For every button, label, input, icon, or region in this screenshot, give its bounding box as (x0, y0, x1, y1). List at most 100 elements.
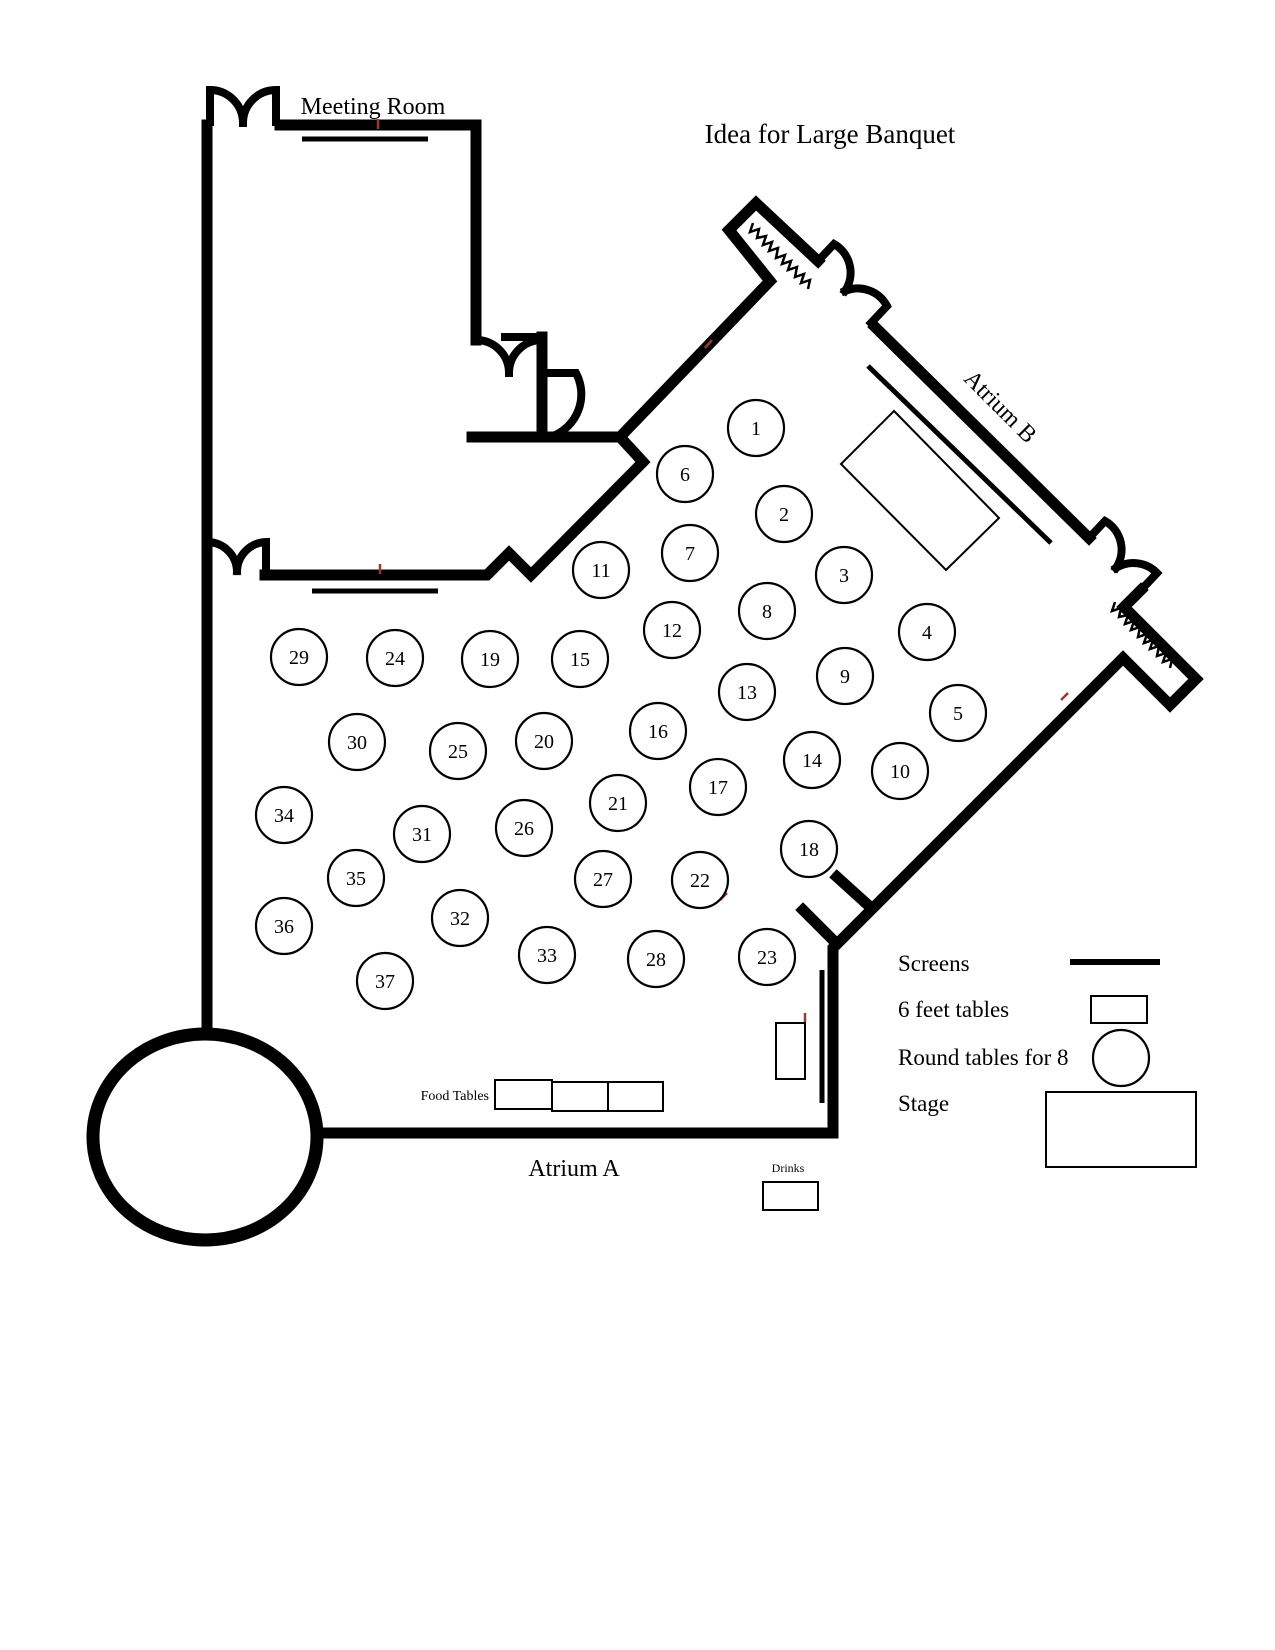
screen-atrium-b (866, 364, 1053, 545)
door-atrium-b-upper-icon (812, 238, 892, 329)
round-table-9 (815, 646, 875, 706)
table-number-24: 24 (385, 648, 405, 670)
table-number-9: 9 (840, 666, 850, 688)
round-table-25 (428, 721, 488, 781)
wall-side-table (775, 1022, 806, 1080)
legend-six-feet-table-sample-icon (1090, 995, 1148, 1024)
wall-open-panel-ticks (795, 869, 876, 945)
round-table-22 (670, 850, 730, 910)
round-table-35 (326, 848, 386, 908)
round-table-20 (514, 711, 574, 771)
table-number-18: 18 (799, 839, 819, 861)
doors (204, 85, 1163, 596)
round-table-29 (269, 627, 329, 687)
table-number-7: 7 (685, 543, 695, 565)
round-table-19 (460, 629, 520, 689)
round-table-16 (628, 701, 688, 761)
table-number-15: 15 (570, 649, 590, 671)
table-number-29: 29 (289, 647, 309, 669)
red-mark-5 (1060, 692, 1069, 701)
round-table-26 (494, 798, 554, 858)
round-table-18 (779, 819, 839, 879)
round-table-32 (430, 888, 490, 948)
legend-screens-label: Screens (898, 951, 970, 976)
table-number-22: 22 (690, 870, 710, 892)
round-table-17 (688, 757, 748, 817)
stage-rotated (839, 409, 1001, 572)
table-number-12: 12 (662, 620, 682, 642)
table-number-37: 37 (375, 971, 395, 993)
furniture (494, 409, 1001, 1211)
door-meeting-room-top-icon (206, 85, 280, 128)
table-number-3: 3 (839, 565, 849, 587)
walls (86, 119, 1204, 1247)
round-table-2 (754, 484, 814, 544)
round-table-8 (737, 581, 797, 641)
door-meeting-room-bottom-icon (204, 537, 270, 577)
table-number-35: 35 (346, 868, 366, 890)
round-table-21 (588, 773, 648, 833)
table-number-8: 8 (762, 601, 772, 623)
food-table-2 (551, 1081, 609, 1112)
table-number-6: 6 (680, 464, 690, 486)
legend-stage-sample-icon (1045, 1091, 1197, 1168)
round-table-10 (870, 741, 930, 801)
legend: Screens 6 feet tables Round tables for 8… (898, 951, 1197, 1168)
table-number-27: 27 (593, 869, 613, 891)
round-table-37 (355, 951, 415, 1011)
legend-round-tables-label: Round tables for 8 (898, 1045, 1069, 1070)
round-table-12 (642, 600, 702, 660)
folding-door-zigzags (748, 222, 1174, 669)
table-number-19: 19 (480, 649, 500, 671)
table-number-26: 26 (514, 818, 534, 840)
round-table-23 (737, 927, 797, 987)
round-table-30 (327, 712, 387, 772)
round-table-5 (928, 683, 988, 743)
screens (302, 136, 1053, 1103)
table-number-23: 23 (757, 947, 777, 969)
round-table-24 (365, 628, 425, 688)
food-tables-label: Food Tables (421, 1089, 489, 1104)
meeting-room-label: Meeting Room (301, 94, 446, 120)
door-atrium-b-lower-icon (1083, 515, 1163, 596)
table-number-1: 1 (751, 418, 761, 440)
round-table-34 (254, 785, 314, 845)
round-table-13 (717, 662, 777, 722)
round-pillar (86, 1027, 324, 1247)
table-number-36: 36 (274, 916, 294, 938)
legend-stage-label: Stage (898, 1091, 949, 1116)
table-number-28: 28 (646, 949, 666, 971)
atrium-a-label: Atrium A (528, 1156, 620, 1182)
round-table-31 (392, 804, 452, 864)
wall-northwest-corridor (612, 195, 826, 445)
table-number-31: 31 (412, 824, 432, 846)
drinks-label: Drinks (772, 1161, 805, 1175)
table-number-25: 25 (448, 741, 468, 763)
wall-southeast-corridor-and-bottom (311, 582, 1204, 1139)
round-table-36 (254, 896, 314, 956)
table-number-33: 33 (537, 945, 557, 967)
table-number-20: 20 (534, 731, 554, 753)
food-table-3 (607, 1081, 664, 1112)
table-number-30: 30 (347, 732, 367, 754)
table-number-4: 4 (922, 622, 932, 644)
round-table-27 (573, 849, 633, 909)
door-vestibule-single-icon (538, 369, 586, 442)
table-number-14: 14 (802, 750, 822, 772)
food-table-1 (494, 1079, 553, 1110)
page-title: Idea for Large Banquet (705, 119, 956, 149)
table-number-2: 2 (779, 504, 789, 526)
table-number-13: 13 (737, 682, 757, 704)
table-number-32: 32 (450, 908, 470, 930)
round-table-3 (814, 545, 874, 605)
round-tables-group: 1234567891011121314151617181920212223242… (254, 398, 988, 1011)
door-vestibule-double-icon (471, 333, 547, 378)
legend-round-table-sample-icon (1091, 1028, 1151, 1088)
red-mark-3 (704, 339, 713, 349)
table-number-17: 17 (708, 777, 728, 799)
wall-west-and-meeting-room (201, 119, 482, 1041)
zigzag-upper-corridor-icon (748, 222, 812, 290)
drinks-table (762, 1181, 819, 1211)
